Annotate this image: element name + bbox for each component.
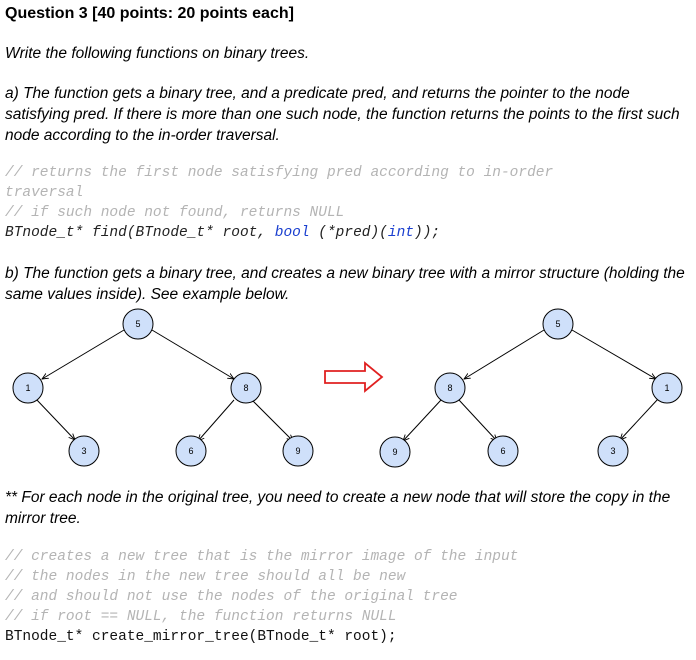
signature-mid: (*pred)( (309, 225, 388, 241)
tree-edge (571, 329, 656, 379)
tree-edge (620, 398, 659, 440)
svg-text:6: 6 (500, 446, 505, 456)
code-block-find: // returns the first node satisfying pre… (5, 163, 553, 243)
tree-edge (198, 399, 235, 441)
signature-end: )); (414, 225, 441, 241)
code-comment: // the nodes in the new tree should all … (5, 569, 406, 585)
tree-node: 1 (651, 372, 683, 404)
code-comment: // if root == NULL, the function returns… (5, 609, 397, 625)
svg-text:9: 9 (392, 447, 397, 457)
tree-edge (403, 399, 442, 441)
intro-text: Write the following functions on binary … (5, 45, 310, 62)
note-text: ** For each node in the original tree, y… (5, 489, 671, 527)
part-a-text: a) The function gets a binary tree, and … (5, 85, 680, 144)
tree-node: 6 (487, 435, 519, 467)
code-block-mirror: // creates a new tree that is the mirror… (5, 547, 518, 647)
tree-node: 9 (282, 435, 314, 467)
tree-node: 8 (434, 372, 466, 404)
svg-text:3: 3 (81, 446, 86, 456)
keyword-bool: bool (274, 225, 310, 241)
svg-text:9: 9 (295, 446, 300, 456)
part-b-text: b) The function gets a binary tree, and … (5, 265, 685, 303)
tree-edge (251, 399, 293, 441)
tree-edge (42, 329, 125, 379)
tree-node: 9 (379, 436, 411, 468)
mirror-tree-diagram: 5 1 8 3 6 9 5 8 1 9 6 3 (12, 308, 683, 468)
question-heading: Question 3 [40 points: 20 points each] (5, 5, 294, 22)
tree-node: 5 (542, 308, 574, 340)
code-comment: // returns the first node satisfying pre… (5, 165, 554, 181)
transform-arrow-icon (324, 361, 384, 393)
tree-edge (458, 399, 497, 441)
mirror-tree-edges (403, 329, 659, 441)
code-comment: traversal (5, 185, 84, 201)
original-tree-edges (35, 329, 293, 441)
tree-node: 5 (122, 308, 154, 340)
svg-text:6: 6 (188, 446, 193, 456)
code-comment: // creates a new tree that is the mirror… (5, 549, 519, 565)
svg-text:5: 5 (135, 319, 140, 329)
svg-text:1: 1 (25, 383, 30, 393)
tree-node: 6 (175, 435, 207, 467)
code-comment: // if such node not found, returns NULL (5, 205, 345, 221)
tree-node: 8 (230, 372, 262, 404)
tree-node: 3 (597, 435, 629, 467)
svg-text:8: 8 (447, 383, 452, 393)
tree-node: 3 (68, 435, 100, 467)
svg-text:8: 8 (243, 383, 248, 393)
signature-prefix: BTnode_t* find(BTnode_t* root, (5, 225, 275, 241)
tree-edge (151, 329, 234, 379)
code-comment: // and should not use the nodes of the o… (5, 589, 458, 605)
tree-edge (464, 329, 545, 379)
svg-text:3: 3 (610, 446, 615, 456)
mirror-signature: BTnode_t* create_mirror_tree(BTnode_t* r… (5, 629, 397, 645)
tree-edge (35, 398, 75, 440)
svg-text:5: 5 (555, 319, 560, 329)
svg-text:1: 1 (664, 383, 669, 393)
find-signature: BTnode_t* find(BTnode_t* root, bool (*pr… (5, 225, 440, 241)
keyword-int: int (387, 225, 414, 241)
tree-node: 1 (12, 372, 44, 404)
